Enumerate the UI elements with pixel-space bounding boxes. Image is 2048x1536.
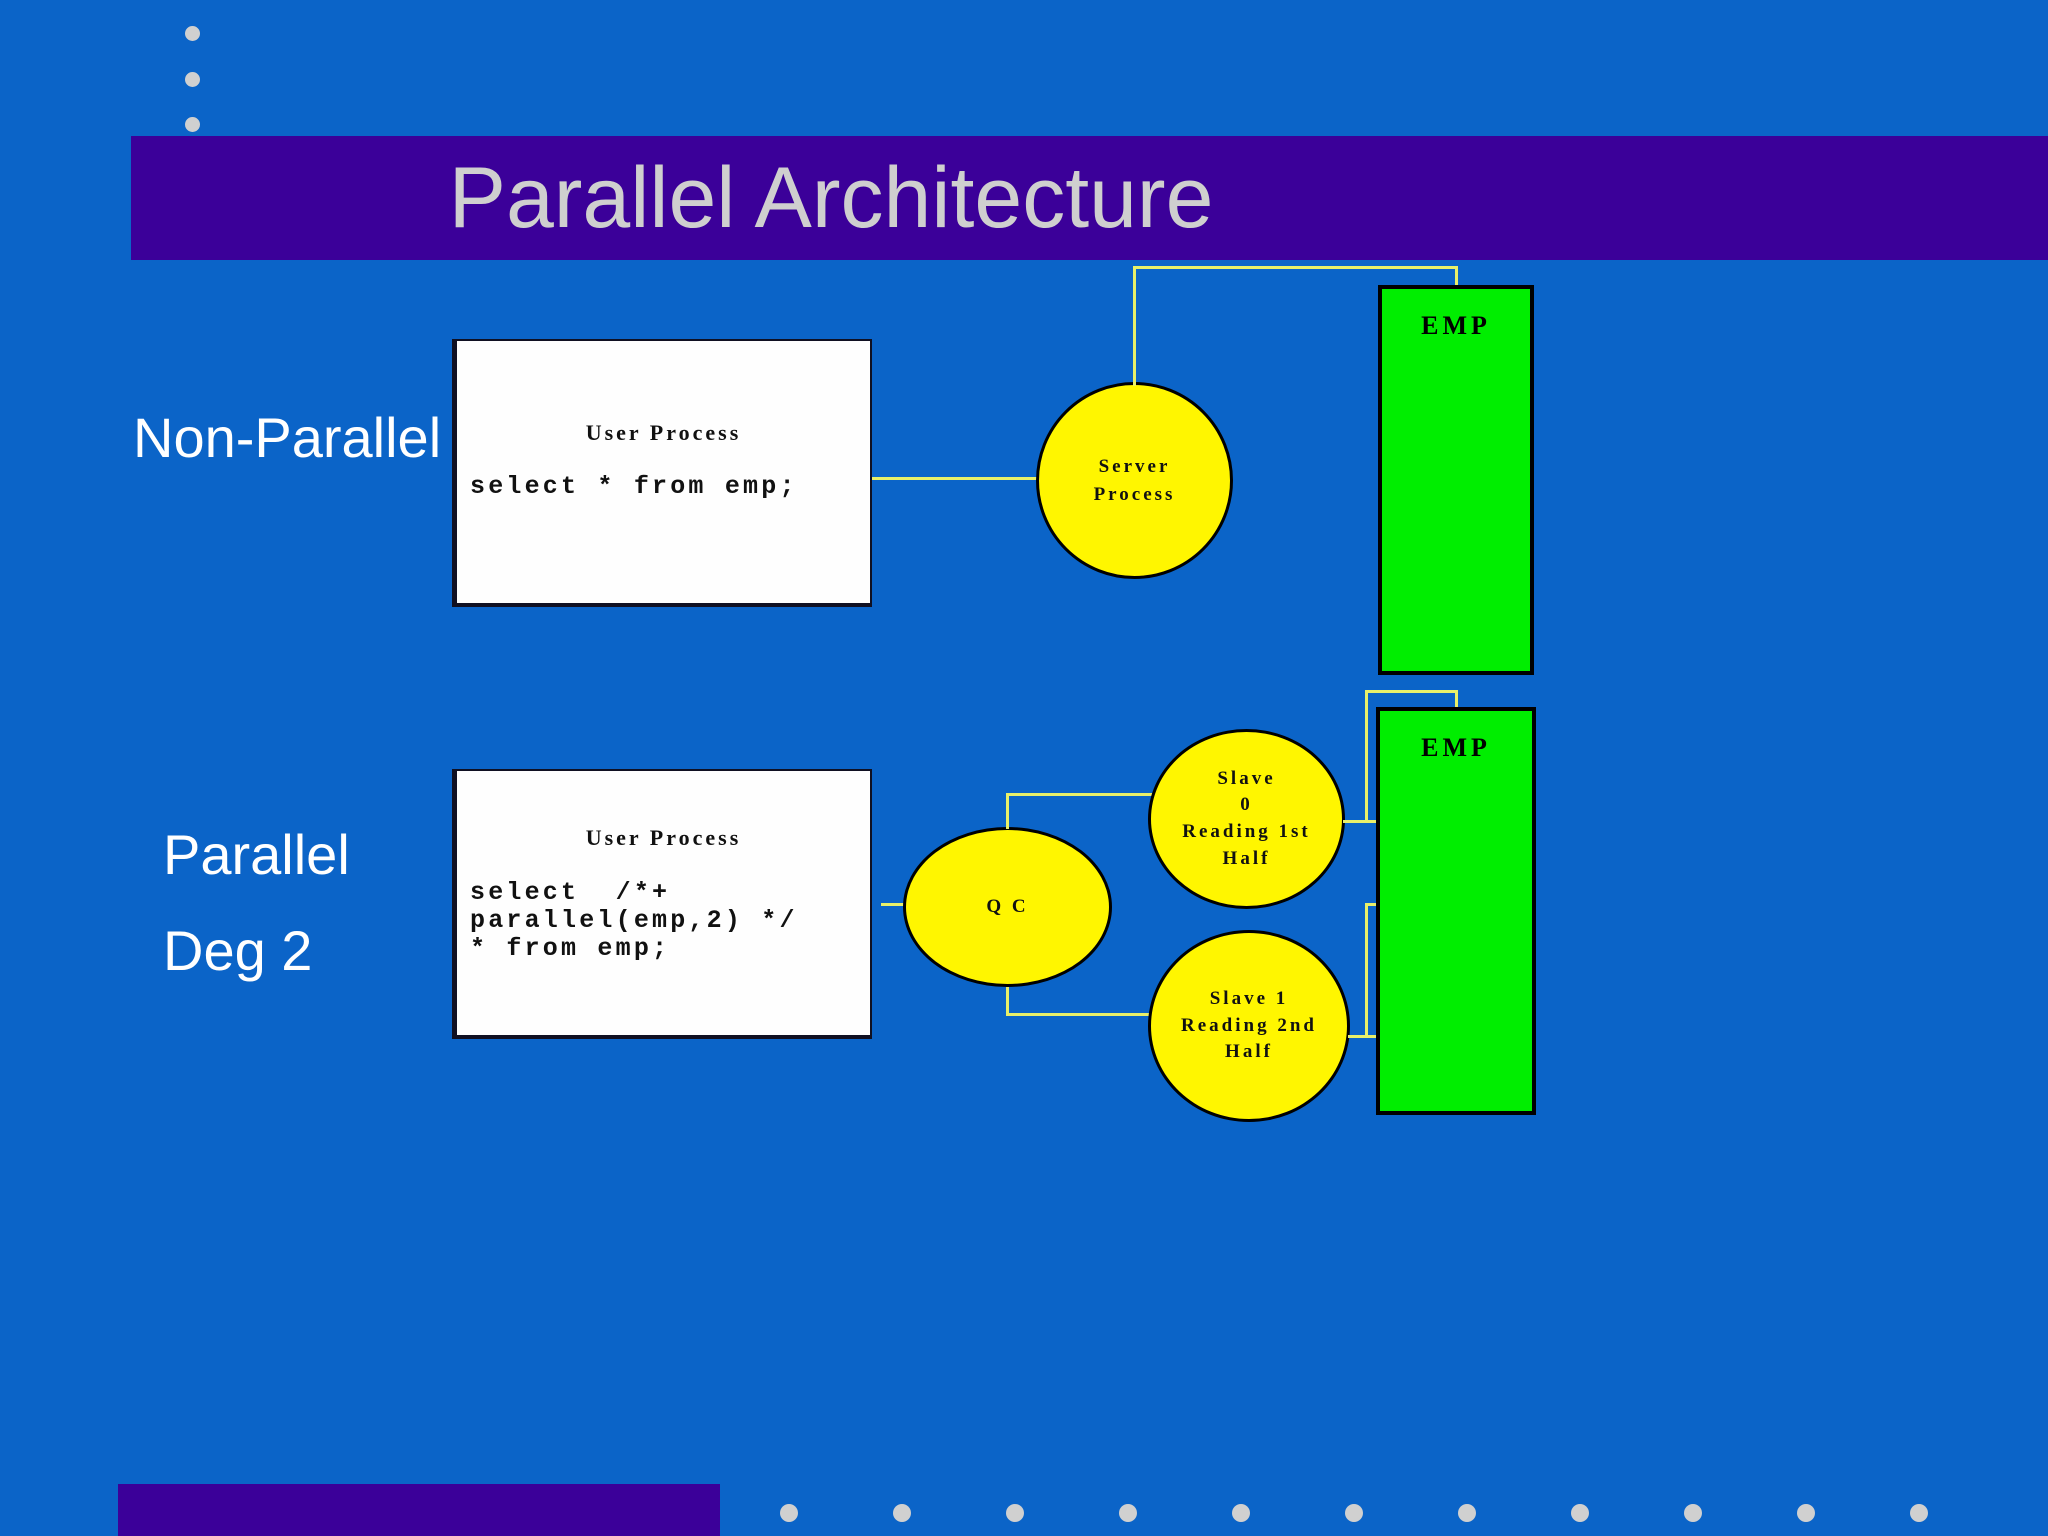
row-label-degree: Deg 2 [163,919,313,982]
connector-server-horizontal [1133,266,1458,269]
decorative-dot-1 [185,26,200,41]
bottom-decorative-dot-10 [1797,1504,1815,1522]
connector-slave0-to-emp-top [1365,690,1458,693]
slave1-circle: Slave 1 Reading 2nd Half [1148,930,1350,1122]
connector-slave1-to-emp-v [1365,903,1368,1036]
connector-slave0-emp-drop [1455,690,1458,710]
server-process-circle: Server Process [1036,382,1233,579]
user-process-box-parallel: User Process select /*+ parallel(emp,2) … [452,769,872,1039]
emp-label-parallel: EMP [1421,733,1491,762]
decorative-dot-3 [185,117,200,132]
decorative-dot-2 [185,72,200,87]
emp-table-parallel: EMP [1376,707,1536,1115]
connector-slave1-to-emp-top [1365,903,1379,906]
bottom-decorative-dot-9 [1684,1504,1702,1522]
user-process-sql: select * from emp; [470,472,798,501]
bottom-decorative-dot-11 [1910,1504,1928,1522]
slave0-label: Slave 0 Reading 1st Half [1182,767,1311,869]
server-process-label: Server Process [1093,455,1176,505]
connector-slave0-to-emp-v [1365,690,1368,821]
connector-server-vertical [1133,266,1136,386]
title-band: Parallel Architecture [131,136,2048,260]
row-label-non-parallel: Non-Parallel [133,406,442,469]
user-process-box-non-parallel: User Process select * from emp; [452,339,872,607]
bottom-decorative-dot-6 [1345,1504,1363,1522]
emp-label: EMP [1421,311,1491,340]
query-coordinator-label: Q C [986,896,1029,917]
bottom-decorative-dot-3 [1006,1504,1024,1522]
bottom-decorative-dot-7 [1458,1504,1476,1522]
user-process-heading-parallel: User Process [585,825,742,850]
slave1-label: Slave 1 Reading 2nd Half [1181,988,1317,1063]
query-coordinator-circle: Q C [903,827,1112,987]
bottom-decorative-dot-8 [1571,1504,1589,1522]
bottom-decorative-dot-5 [1232,1504,1250,1522]
connector-qc-to-slave0-h [1006,793,1152,796]
bottom-decorative-dot-1 [780,1504,798,1522]
connector-userbox-to-qc [881,903,921,906]
user-process-sql-parallel: select /*+ parallel(emp,2) */ * from emp… [470,878,798,963]
emp-table-non-parallel: EMP [1378,285,1534,675]
connector-server-to-emp [1455,266,1458,288]
connector-userbox-to-server [872,477,1038,480]
row-label-parallel: Parallel [163,823,350,886]
connector-qc-to-slave0-v [1006,793,1009,829]
bottom-decorative-dot-4 [1119,1504,1137,1522]
bottom-accent-bar [118,1484,720,1536]
bottom-decorative-dot-2 [893,1504,911,1522]
page-title: Parallel Architecture [448,150,1214,246]
connector-qc-to-slave1-v [1006,987,1009,1013]
slave0-circle: Slave 0 Reading 1st Half [1148,729,1345,909]
user-process-heading: User Process [585,420,742,445]
connector-qc-to-slave1-h [1006,1013,1152,1016]
